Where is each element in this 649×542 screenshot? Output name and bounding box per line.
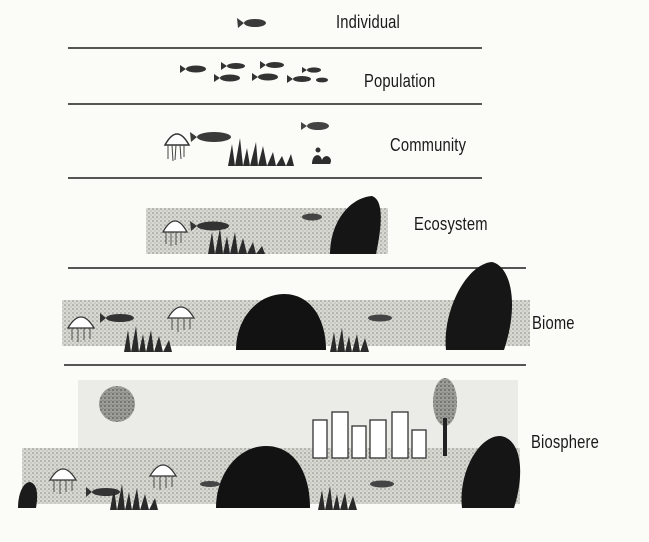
biome-scene (62, 262, 530, 352)
level-label-biome: Biome (532, 313, 575, 334)
level-label-biosphere: Biosphere (531, 432, 599, 453)
level-label-population: Population (364, 71, 435, 92)
individual-fish-icon (237, 18, 266, 28)
level-label-individual: Individual (336, 12, 400, 33)
population-fish-school-icon (180, 61, 328, 83)
community-organisms-icon (165, 122, 331, 166)
sun-icon (99, 386, 135, 422)
level-label-ecosystem: Ecosystem (414, 214, 488, 235)
ecosystem-scene (146, 196, 388, 254)
level-label-community: Community (390, 135, 466, 156)
biosphere-scene (18, 378, 520, 510)
